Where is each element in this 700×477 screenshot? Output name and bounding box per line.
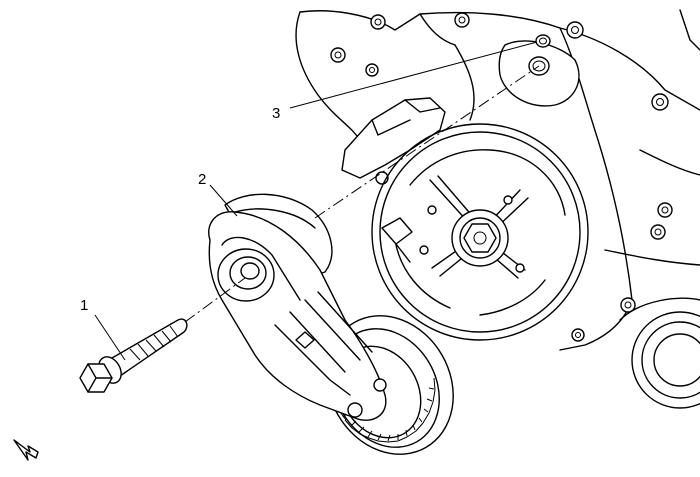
cover-bolt	[330, 47, 346, 63]
engine-front-cover	[295, 9, 700, 409]
callout-3: 3	[272, 105, 280, 122]
callout-leaders	[94, 41, 540, 361]
drive-belt-tensioner	[208, 193, 454, 455]
cover-bolt	[620, 297, 636, 313]
cover-bolt	[571, 328, 585, 342]
crankshaft-balancer	[371, 123, 589, 341]
cover-bolt	[370, 14, 386, 30]
cover-bolt	[650, 224, 666, 240]
tensioner-mounting-boss	[498, 34, 580, 107]
locating-pin-hole	[535, 34, 551, 48]
crankshaft-sensor-bracket	[341, 97, 446, 185]
sensor-connector	[381, 217, 413, 263]
tensioner-bolt-hole	[528, 56, 550, 76]
cover-bolt	[365, 63, 379, 77]
callout-1: 1	[80, 297, 88, 314]
cover-bolt	[566, 21, 584, 39]
tensioner-arm	[208, 211, 387, 421]
callout-2: 2	[198, 171, 206, 188]
tensioner-bolt	[79, 318, 188, 393]
cover-bolt	[454, 12, 470, 28]
cover-bolt	[651, 93, 669, 111]
crank-bolt	[463, 223, 497, 253]
cover-bolt	[657, 202, 673, 218]
view-direction-arrow-icon	[13, 439, 39, 461]
pulley-ribs	[339, 377, 436, 443]
balancer-hub	[451, 209, 509, 267]
tensioner-pivot-hub	[217, 248, 275, 302]
bolt-hex-head	[79, 363, 113, 393]
tensioner-wear-indicator	[295, 331, 315, 349]
